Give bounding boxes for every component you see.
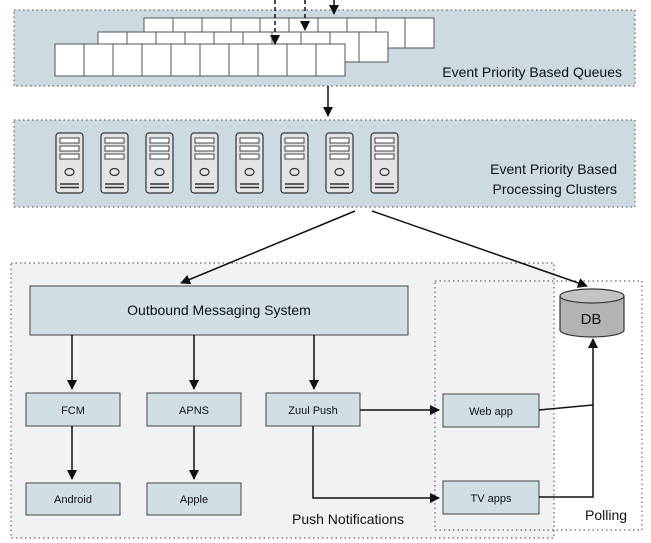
zuul-push-box — [265, 392, 361, 427]
database-icon — [559, 288, 625, 338]
queue-cell — [170, 43, 201, 77]
queue-cell — [141, 43, 172, 77]
queues-band-label: Event Priority Based Queues — [442, 64, 622, 80]
queue-cell — [54, 43, 85, 77]
push-notifications-label: Push Notifications — [292, 511, 404, 527]
arrow-clusters-to-outbound — [180, 210, 356, 285]
queue-cell — [228, 43, 259, 77]
server-icon — [235, 132, 264, 194]
clusters-band-label-line2: Processing Clusters — [493, 181, 618, 197]
fcm-label: FCM — [61, 405, 85, 417]
arrow-clusters-to-db — [371, 210, 588, 288]
apple-label: Apple — [180, 494, 208, 506]
webapp-label: Web app — [469, 406, 513, 418]
queue-cell — [83, 43, 114, 77]
server-icon — [325, 132, 354, 194]
queue-cell — [112, 43, 143, 77]
android-label: Android — [54, 494, 92, 506]
apple-box — [146, 482, 242, 516]
queue-cell — [199, 43, 230, 77]
queue-cell — [404, 17, 435, 49]
arrow-tvapps-to-db — [539, 405, 594, 498]
queue-cell — [358, 31, 389, 63]
android-box — [25, 482, 121, 516]
server-icon — [55, 132, 84, 194]
server-icon — [100, 132, 129, 194]
apns-label: APNS — [179, 405, 209, 417]
server-icon — [280, 132, 309, 194]
db-label: DB — [581, 311, 602, 328]
queue-row-front — [54, 43, 346, 77]
fcm-box — [25, 392, 121, 427]
queue-cell — [315, 43, 346, 77]
webapp-box — [442, 393, 540, 428]
polling-label: Polling — [585, 507, 627, 523]
queue-cell — [257, 43, 288, 77]
arrow-zuul-to-tvapps — [312, 426, 440, 503]
zuul-push-label: Zuul Push — [288, 405, 338, 417]
server-icon — [370, 132, 399, 194]
clusters-band-label-line1: Event Priority Based — [490, 161, 617, 177]
tvapps-label: TV apps — [471, 493, 512, 505]
server-icon — [145, 132, 174, 194]
tvapps-box — [442, 480, 540, 515]
outbound-messaging-system — [29, 285, 409, 336]
outbound-messaging-system-label: Outbound Messaging System — [127, 302, 311, 318]
server-icon — [190, 132, 219, 194]
queue-cell — [286, 43, 317, 77]
